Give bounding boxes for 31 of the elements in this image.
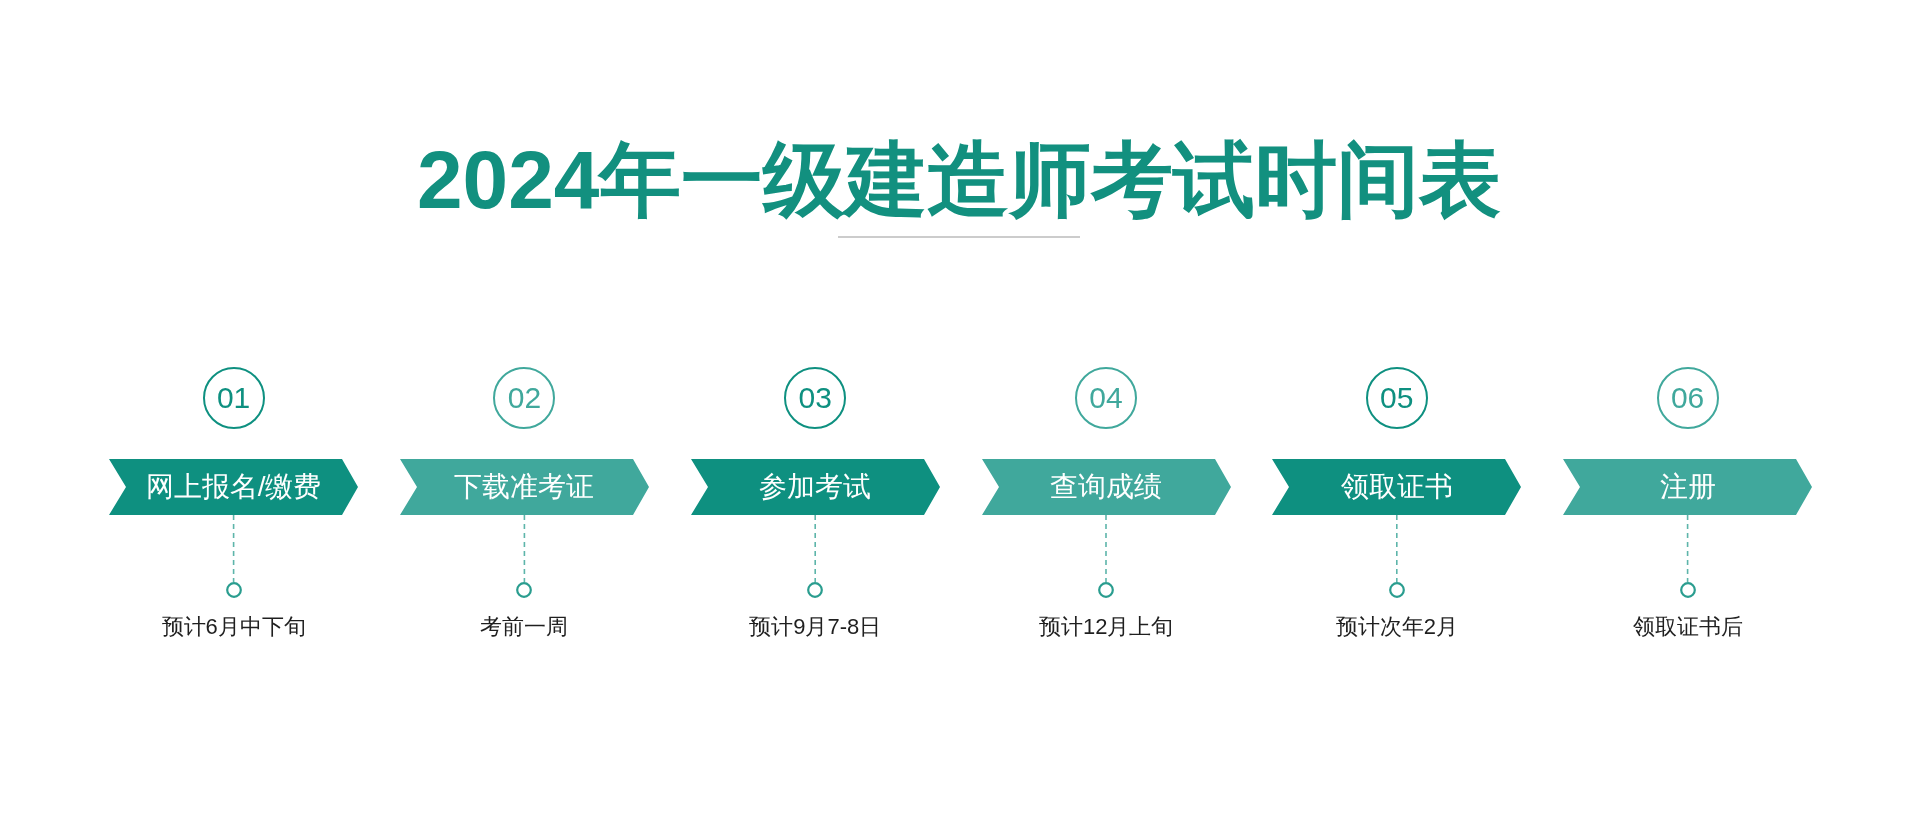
time-note: 预计12月上旬 <box>1039 614 1174 640</box>
title: 2024年一级建造师考试时间表 <box>417 136 1502 224</box>
time-note: 预计6月中下旬 <box>161 614 306 640</box>
step-banner: 查询成绩 <box>981 459 1231 515</box>
ring-icon <box>1679 582 1696 598</box>
ring-icon <box>1388 582 1405 598</box>
dashed-leader-line <box>523 514 526 583</box>
ring-icon <box>516 582 533 598</box>
dashed-leader-line <box>814 514 816 583</box>
dashed-leader-line <box>232 514 235 583</box>
time-note: 领取证书后 <box>1632 614 1743 640</box>
number-circle: 04 <box>1075 367 1137 429</box>
number-circle: 03 <box>784 367 847 429</box>
number-circle: 02 <box>493 367 556 429</box>
time-note: 预计次年2月 <box>1335 614 1459 640</box>
time-note: 考前一周 <box>480 614 569 640</box>
dashed-leader-line <box>1105 514 1107 583</box>
ring-icon <box>225 582 242 598</box>
step-banner: 参加考试 <box>690 459 940 515</box>
dashed-leader-line <box>1686 514 1689 583</box>
step-banner: 下载准考证 <box>399 459 649 515</box>
dashed-leader-line <box>1396 514 1398 583</box>
step-banner: 网上报名/缴费 <box>109 459 359 515</box>
number-circle: 01 <box>202 367 265 429</box>
ring-icon <box>807 582 824 598</box>
step-banner: 注册 <box>1563 459 1813 515</box>
step-banner: 领取证书 <box>1272 459 1522 515</box>
time-note: 预计9月7-8日 <box>749 614 882 640</box>
number-circle: 06 <box>1656 367 1719 429</box>
number-circle: 05 <box>1365 367 1428 429</box>
ring-icon <box>1098 582 1114 598</box>
